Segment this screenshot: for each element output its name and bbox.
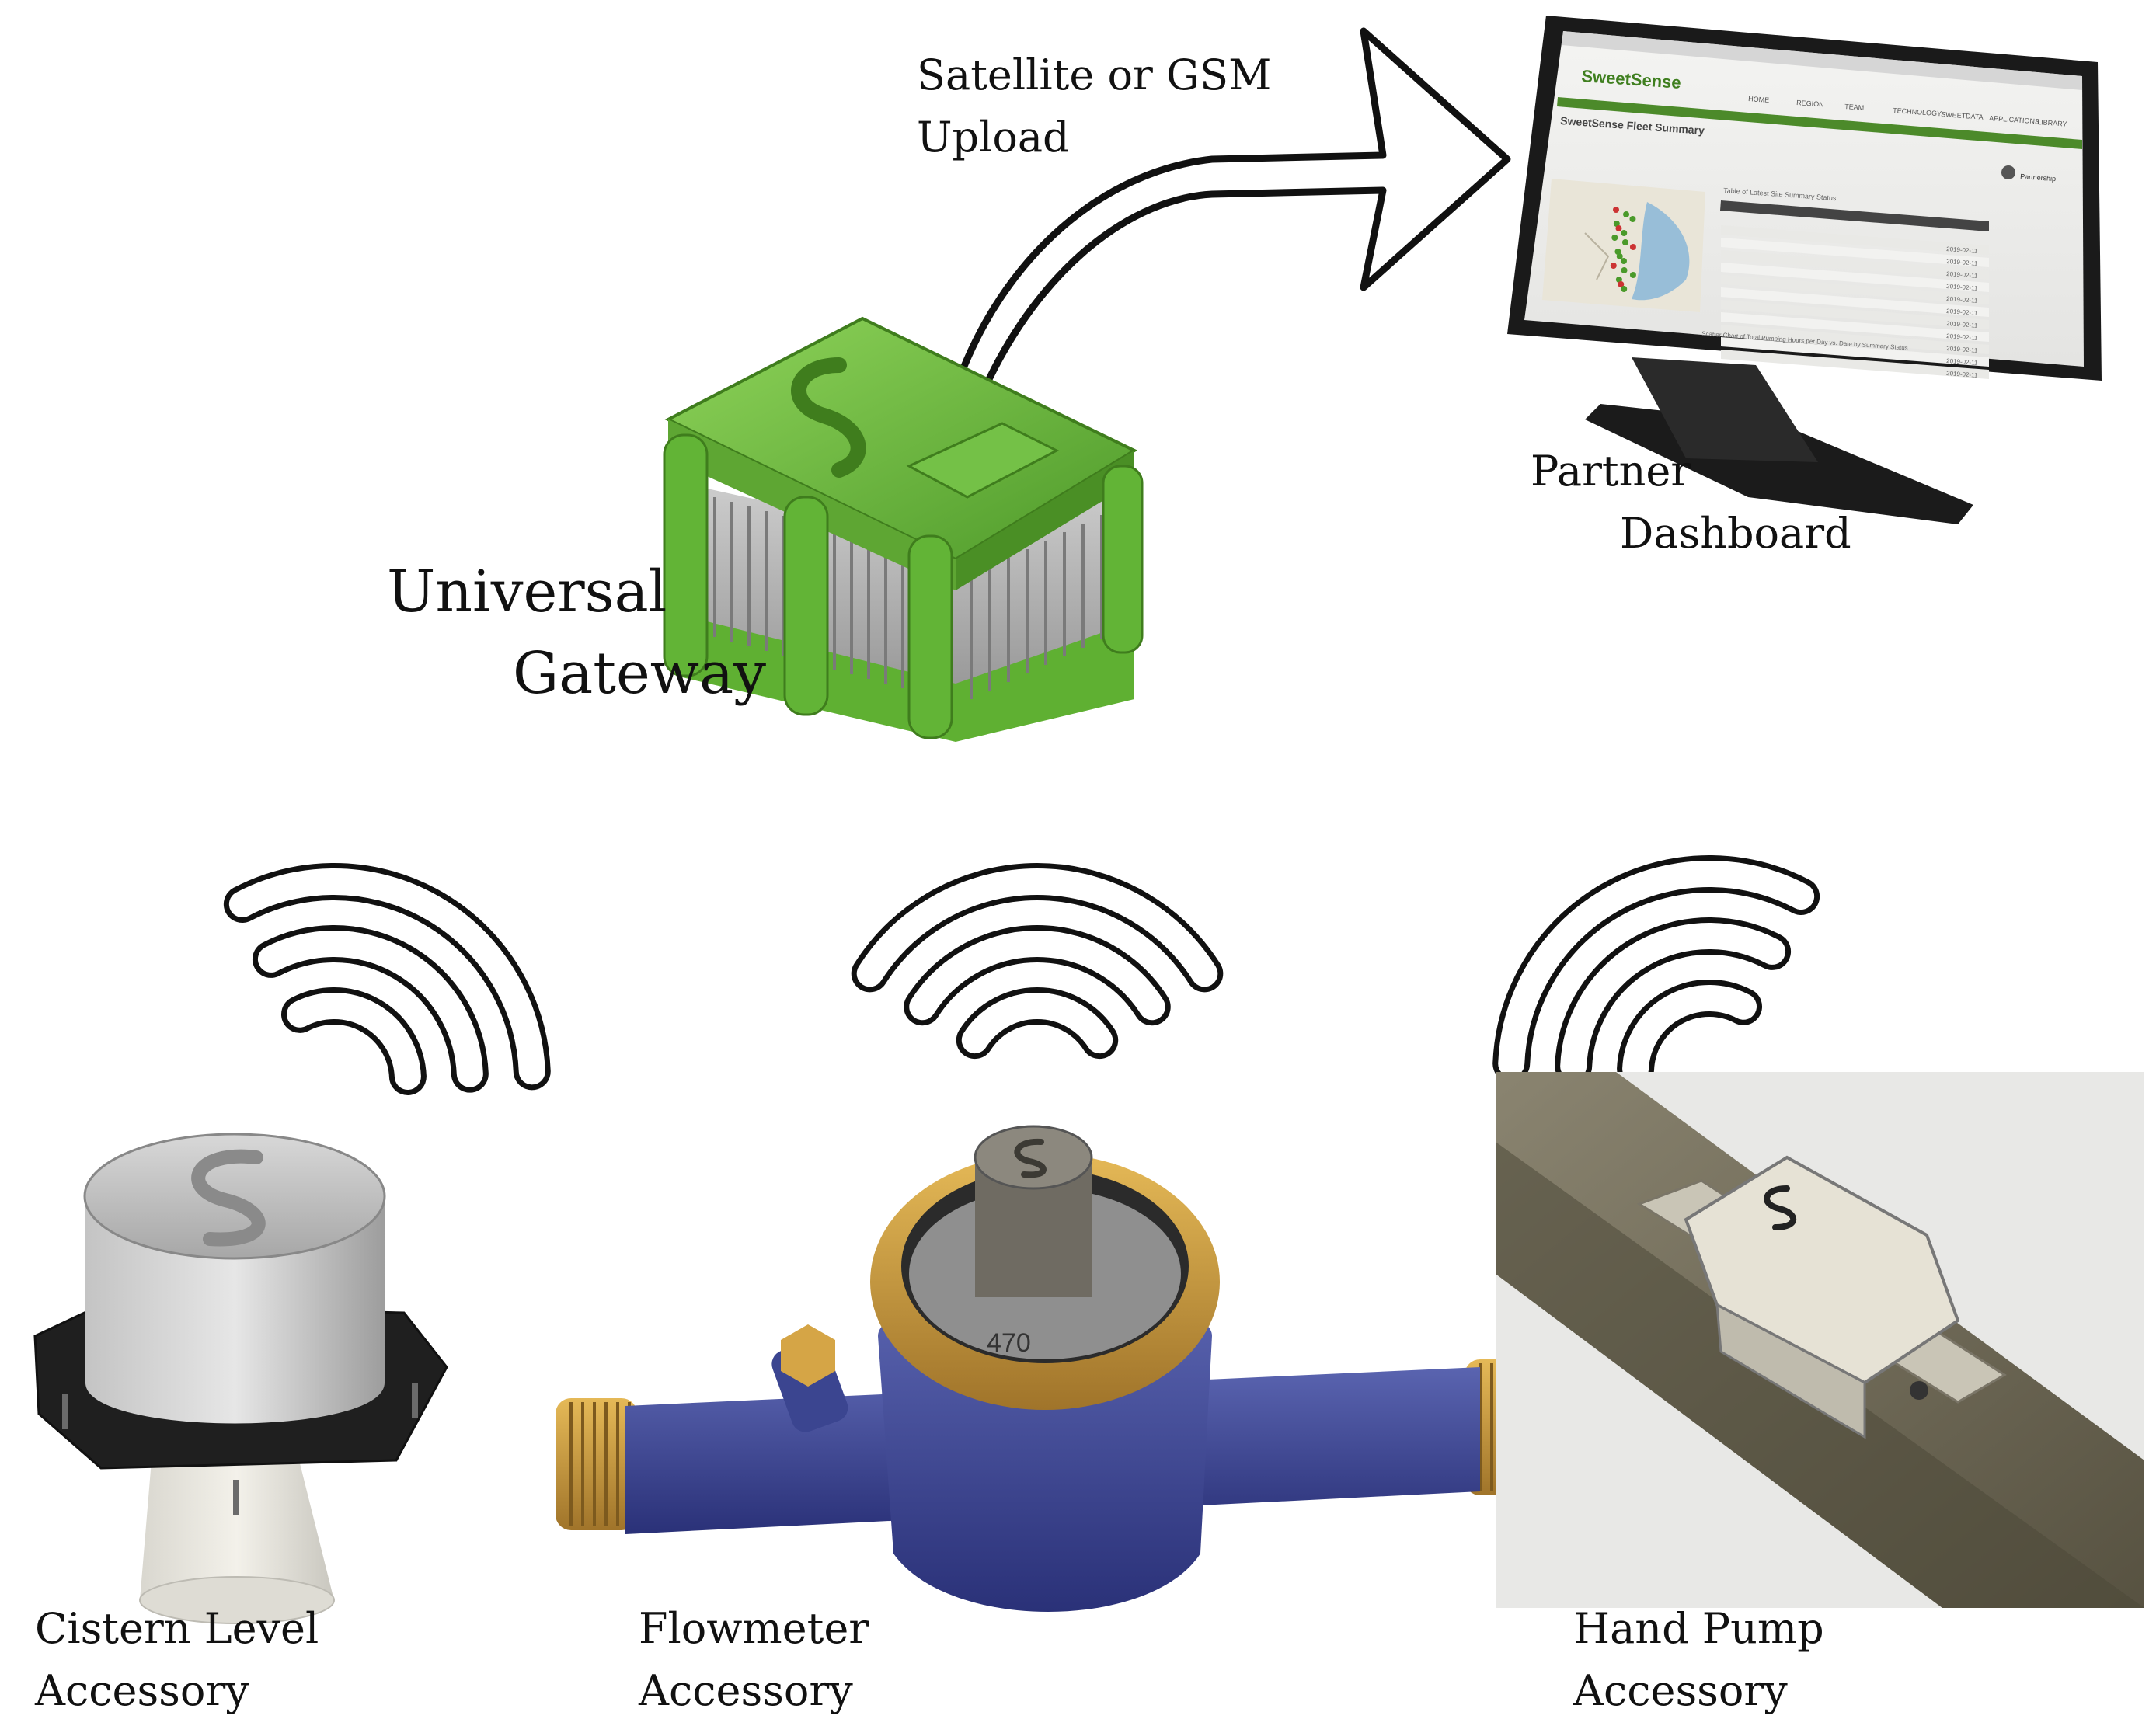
map-marker (1621, 286, 1628, 292)
svg-text:470: 470 (987, 1328, 1031, 1358)
table-row (1721, 312, 1989, 342)
nav-item[interactable]: TEAM (1844, 103, 1865, 112)
map-marker (1616, 253, 1623, 259)
map-marker (1621, 239, 1628, 245)
table-date: 2019-02-11 (1946, 332, 1978, 342)
table-date: 2019-02-11 (1946, 345, 1978, 354)
dashboard-partner: Partnership (2020, 172, 2057, 183)
handpump-logo-icon (1764, 1185, 1797, 1230)
hand-pump-device (1496, 1072, 2144, 1608)
dashboard-table: Table of Latest Site Summary Status 2019… (1720, 186, 1989, 379)
table-row (1721, 350, 1989, 379)
dashboard-map (1542, 179, 1705, 312)
table-row (1721, 287, 1989, 317)
map-marker (1615, 277, 1622, 283)
dashboard-label-line2: Dashboard (1620, 509, 1851, 558)
uplink-label-line2: Upload (917, 113, 1070, 162)
table-date: 2019-02-11 (1946, 270, 1978, 280)
gateway-label-line1: Universal (387, 559, 667, 625)
map-marker (1611, 235, 1618, 241)
flowmeter-label-line1: Flowmeter (639, 1604, 869, 1653)
nav-item[interactable]: HOME (1748, 95, 1770, 104)
map-marker (1629, 216, 1636, 222)
handpump-label-line2: Accessory (1573, 1666, 1788, 1715)
nav-item[interactable]: APPLICATIONS (1989, 114, 2039, 126)
nav-item[interactable]: SWEETDATA (1941, 110, 1984, 121)
table-date: 2019-02-11 (1946, 295, 1978, 304)
cistern-label-line2: Accessory (35, 1666, 249, 1715)
map-marker (1613, 221, 1620, 227)
table-date: 2019-02-11 (1946, 258, 1978, 267)
map-marker (1629, 272, 1636, 278)
map-marker (1621, 267, 1628, 273)
table-row (1721, 238, 1989, 267)
table-row (1721, 250, 1989, 280)
nav-item[interactable]: REGION (1796, 99, 1824, 108)
flowmeter-label-line2: Accessory (639, 1666, 853, 1715)
map-marker (1621, 230, 1628, 236)
table-date: 2019-02-11 (1946, 283, 1978, 292)
handpump-label-line1: Hand Pump (1573, 1604, 1824, 1653)
flowmeter-device: 470 (556, 1125, 1546, 1612)
nav-item[interactable]: LIBRARY (2037, 118, 2067, 128)
cistern-logo-icon (191, 1149, 266, 1247)
cistern-level-device (33, 1133, 448, 1624)
uplink-label-line1: Satellite or GSM (917, 50, 1272, 99)
map-marker (1615, 225, 1622, 231)
map-marker (1629, 244, 1636, 250)
table-row (1721, 337, 1989, 367)
table-date: 2019-02-11 (1946, 357, 1978, 367)
sweetsense-logo-icon (791, 357, 866, 478)
wireless-signal-right-icon (1492, 855, 1820, 1088)
table-date: 2019-02-11 (1946, 245, 1978, 255)
dashboard-label-line1: Partner (1531, 447, 1691, 496)
map-marker (1621, 258, 1627, 264)
table-row (1721, 275, 1989, 304)
table-date: 2019-02-11 (1946, 370, 1978, 379)
gateway-label-line2: Gateway (513, 640, 767, 707)
table-row (1721, 225, 1989, 255)
partner-logo-icon (2001, 165, 2015, 179)
cistern-label-line1: Cistern Level (35, 1604, 319, 1653)
map-marker (1618, 281, 1625, 287)
map-marker (1623, 211, 1630, 217)
nav-item[interactable]: TECHNOLOGY (1893, 106, 1942, 117)
uplink-arrow (952, 27, 1511, 396)
table-row (1721, 263, 1989, 292)
map-marker (1614, 249, 1621, 255)
table-date: 2019-02-11 (1946, 308, 1978, 317)
wireless-signal-center-icon (851, 863, 1224, 1060)
table-date: 2019-02-11 (1946, 320, 1978, 329)
table-row (1721, 325, 1989, 354)
table-row (1721, 300, 1989, 329)
flowmeter-logo-icon (1014, 1138, 1047, 1178)
universal-gateway-device (663, 316, 1144, 742)
map-marker (1613, 207, 1619, 213)
wireless-signal-left-icon (223, 863, 551, 1096)
map-marker (1610, 263, 1617, 269)
